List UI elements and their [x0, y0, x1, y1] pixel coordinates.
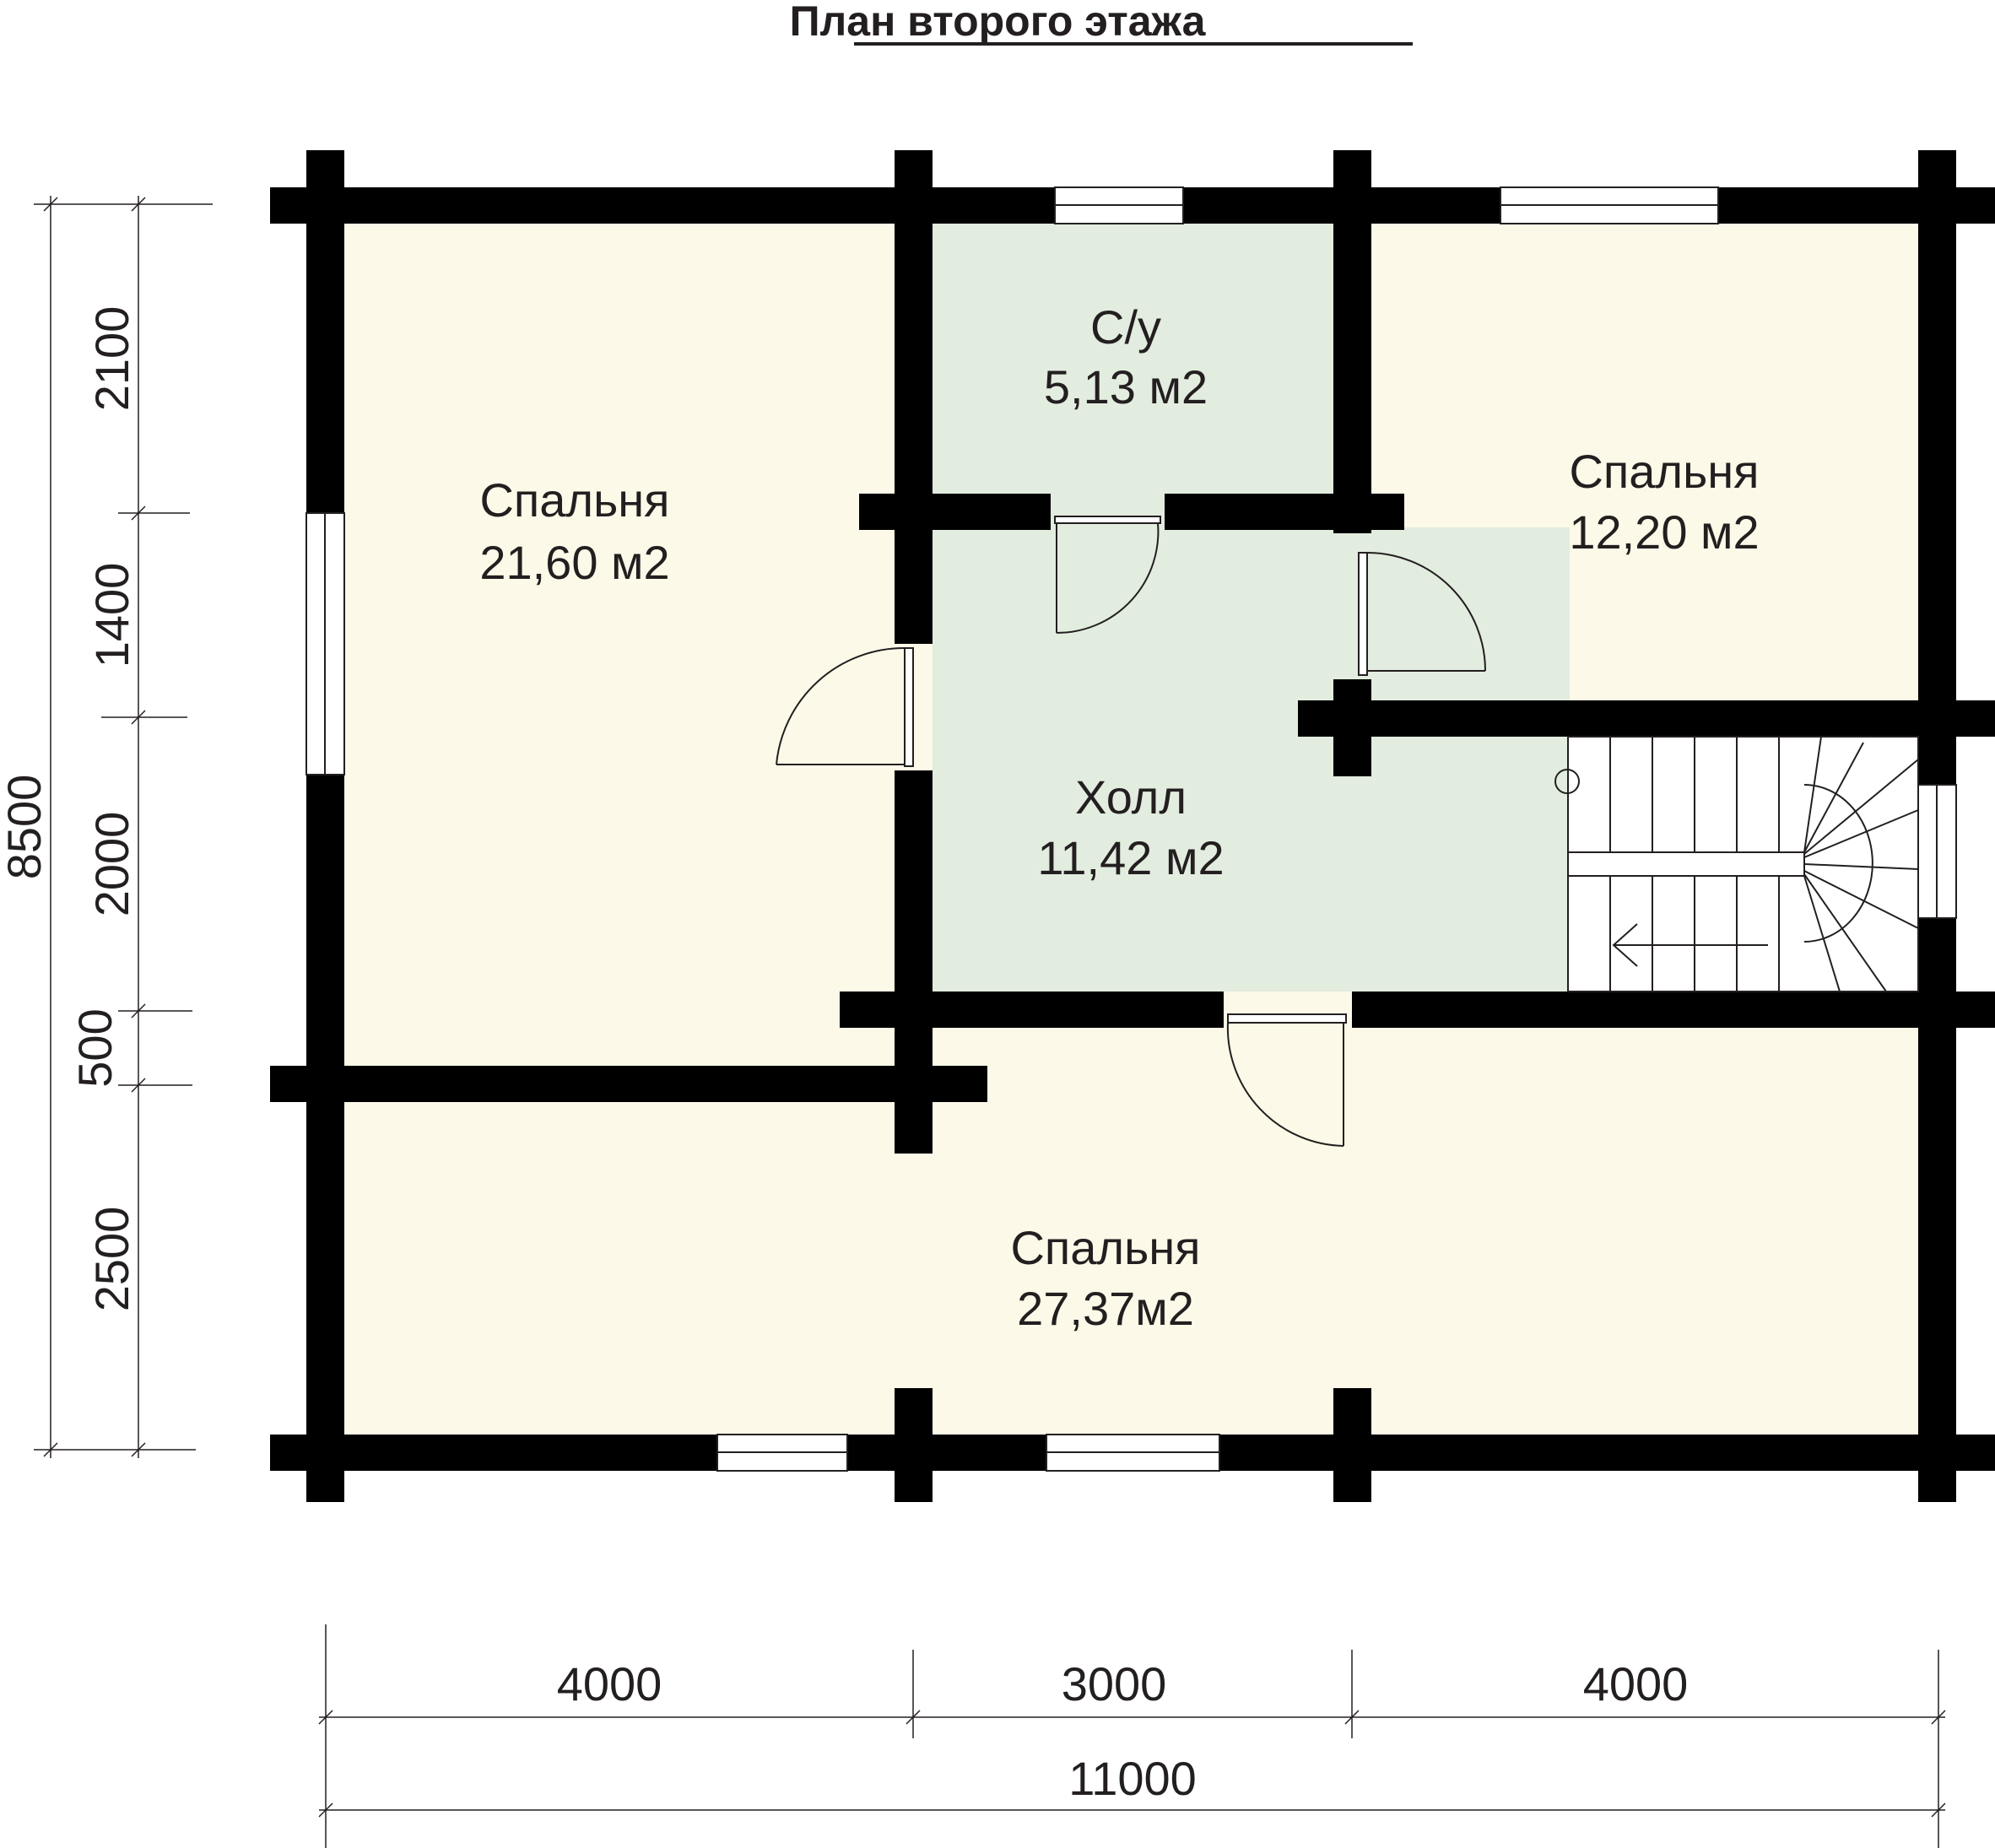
room-bedroom-left-area: 21,60 м2 — [479, 536, 669, 589]
door-bedroom-right — [1358, 552, 1486, 676]
dim-v-seg-3: 2000 — [85, 812, 138, 917]
room-bedroom-bottom-area: 27,37м2 — [1017, 1282, 1194, 1335]
door-bedroom-bottom — [1226, 1013, 1347, 1147]
wall-left-bottom — [270, 1066, 987, 1102]
wall-v-mid — [1333, 187, 1371, 533]
wall-stair-top — [1298, 700, 1995, 737]
room-hall-area: 11,42 м2 — [1037, 831, 1224, 884]
room-bathroom-name: С/у — [1090, 300, 1161, 354]
dim-h-seg-2: 3000 — [1062, 1657, 1167, 1710]
door-opening-bath — [1051, 494, 1165, 530]
door-bedroom-left — [776, 646, 914, 767]
post-bottom-1 — [895, 1388, 933, 1502]
dim-h-seg-3: 4000 — [1583, 1657, 1689, 1710]
dim-v-seg-4: 500 — [68, 1008, 122, 1087]
vertical-dimension-labels: 8500 2100 1400 2000 500 2500 — [0, 306, 138, 1312]
horizontal-dimensions — [318, 1624, 1946, 1848]
hall-fill — [928, 527, 1570, 993]
wall-hall-bottom — [840, 992, 1995, 1028]
dim-h-seg-1: 4000 — [557, 1657, 662, 1710]
plan-title: План второго этажа — [790, 0, 1207, 45]
staircase — [1554, 736, 1919, 992]
door-bath — [1054, 516, 1161, 635]
room-bathroom-area: 5,13 м2 — [1044, 360, 1208, 413]
horizontal-dimension-labels: 4000 3000 4000 11000 — [557, 1657, 1689, 1805]
bedroom-left-fill — [342, 221, 916, 1070]
room-bedroom-right-area: 12,20 м2 — [1569, 505, 1759, 559]
room-hall-name: Холл — [1075, 770, 1187, 824]
dim-v-seg-5: 2500 — [85, 1207, 138, 1312]
post-bottom-2 — [1333, 1388, 1371, 1502]
room-bedroom-bottom-name: Спальня — [1010, 1221, 1200, 1274]
dim-h-total: 11000 — [1068, 1752, 1197, 1805]
room-bedroom-left-name: Спальня — [479, 473, 669, 527]
dim-v-total: 8500 — [0, 775, 51, 880]
vertical-dimensions — [34, 196, 213, 1458]
bathroom-fill — [928, 221, 1338, 504]
doors — [776, 516, 1486, 1147]
room-labels: Спальня 21,60 м2 С/у 5,13 м2 Спальня 12,… — [479, 300, 1759, 1335]
dim-v-seg-2: 1400 — [85, 563, 138, 668]
room-bedroom-right-name: Спальня — [1569, 445, 1759, 498]
wall-left — [306, 150, 344, 1502]
dim-v-seg-1: 2100 — [85, 306, 138, 412]
